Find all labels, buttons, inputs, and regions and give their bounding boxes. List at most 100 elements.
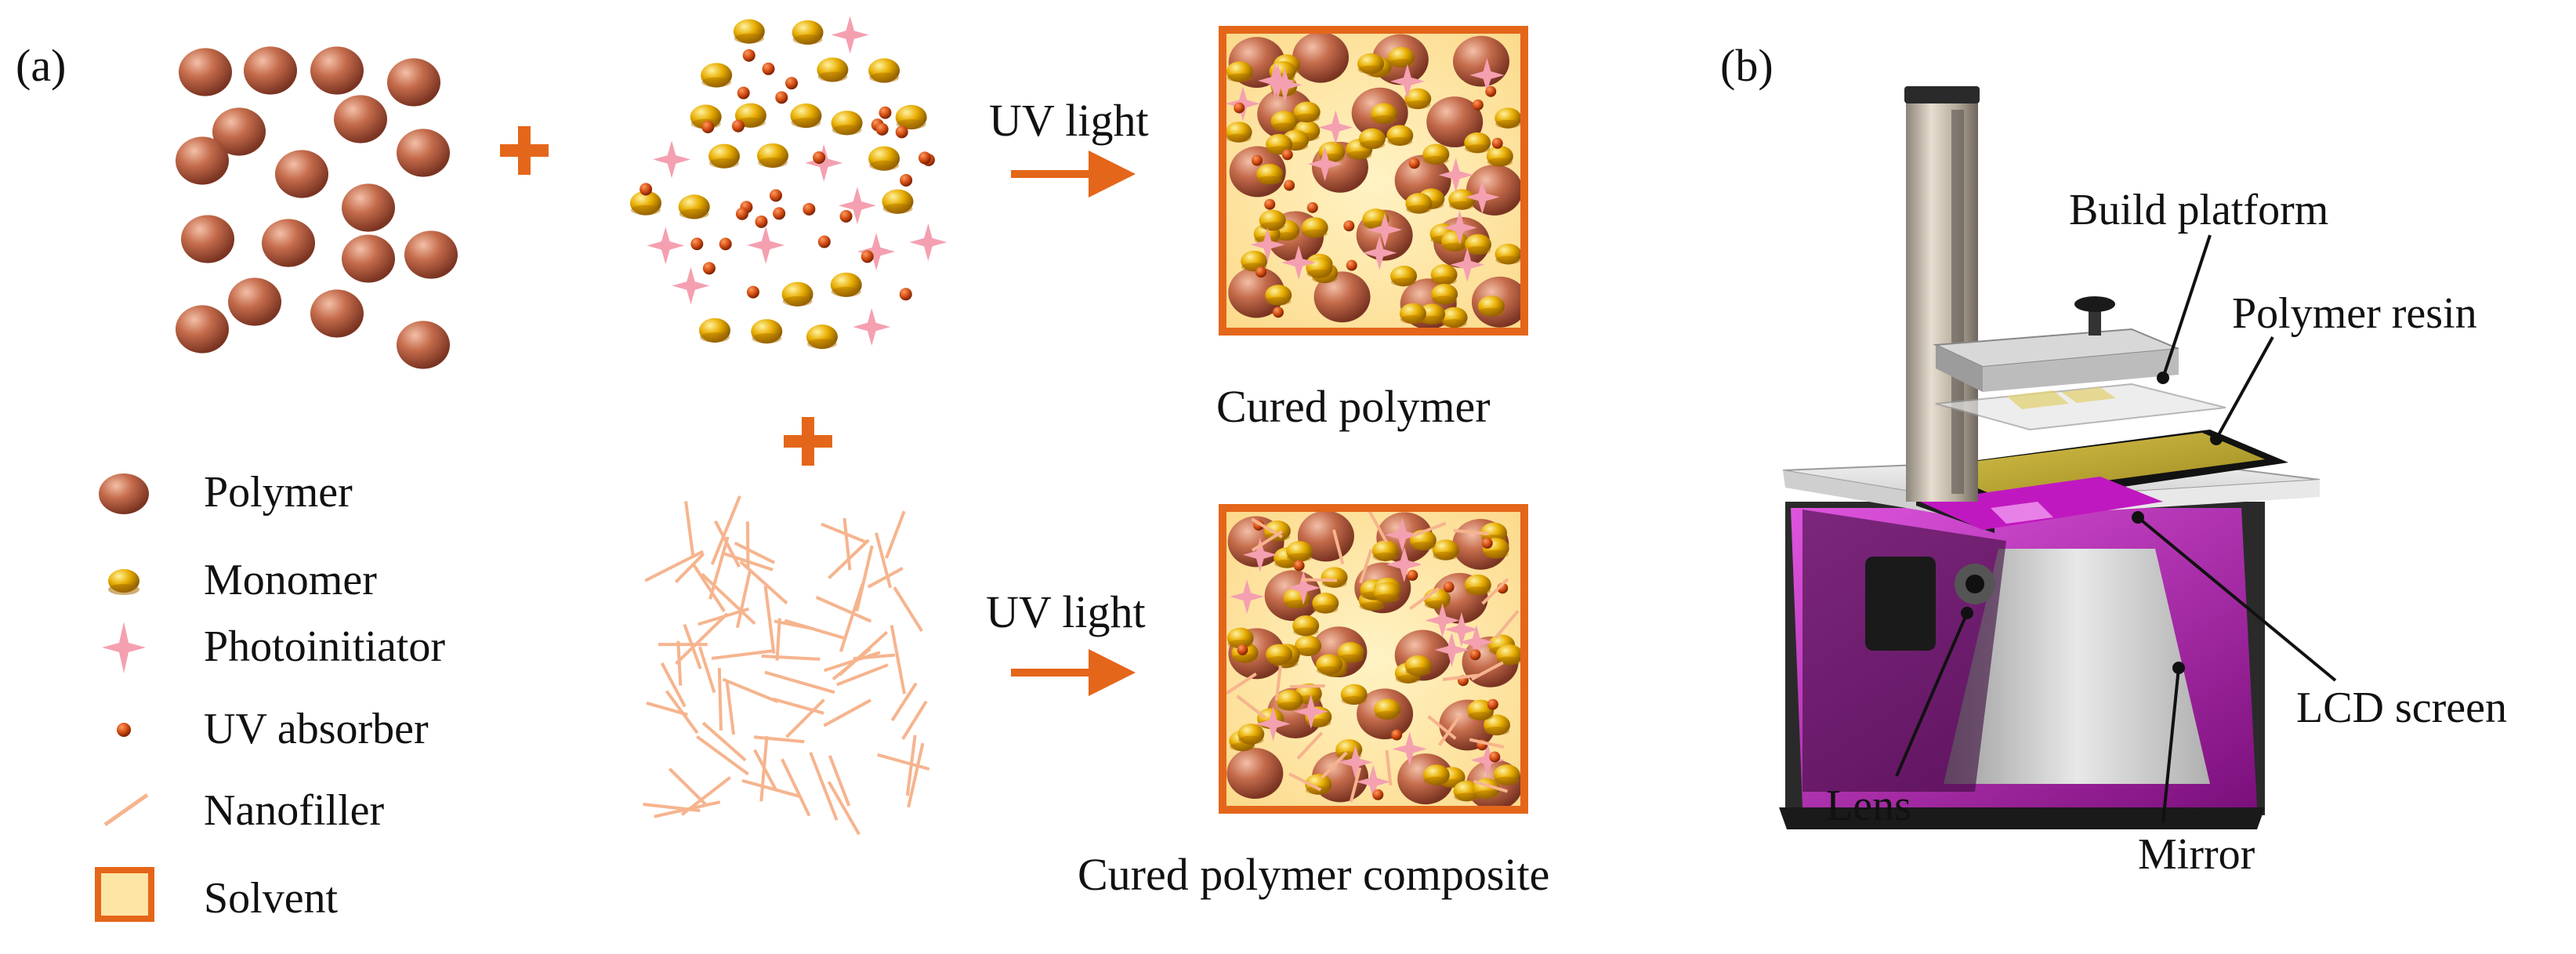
legend-monomer-label: Monomer bbox=[204, 558, 377, 602]
plus-icon bbox=[500, 126, 549, 175]
monomer-particle bbox=[1316, 654, 1342, 675]
monomer-particle bbox=[1294, 102, 1321, 123]
monomer-particle bbox=[1321, 567, 1348, 588]
uv-absorber-particle bbox=[1252, 155, 1263, 166]
uv-absorber-particle bbox=[1473, 100, 1484, 111]
legend-polymer-icon bbox=[99, 473, 149, 514]
polymer-particle bbox=[397, 321, 450, 368]
uv-absorber-particle bbox=[785, 77, 798, 89]
monomer-particle bbox=[708, 144, 740, 169]
uv-absorber-particle bbox=[703, 262, 716, 274]
mirror-label: Mirror bbox=[2138, 832, 2255, 876]
nanofiller-rod bbox=[766, 586, 774, 654]
polymer-particle bbox=[310, 289, 364, 337]
nanofiller-rod bbox=[782, 759, 810, 815]
polymer-particle bbox=[275, 150, 328, 198]
nanofiller-rod bbox=[726, 680, 734, 735]
monomer-particle bbox=[1464, 132, 1491, 154]
monomer-particle bbox=[734, 20, 765, 44]
monomer-particle bbox=[1226, 122, 1252, 143]
nanofiller-rod bbox=[824, 700, 871, 725]
monomer-particle bbox=[817, 57, 848, 82]
polymer-particle bbox=[1466, 165, 1523, 216]
monomer-particle bbox=[1495, 107, 1521, 129]
polymer-particles-group bbox=[176, 46, 458, 368]
nanofiller-rod bbox=[892, 626, 904, 694]
monomer-particle bbox=[1441, 307, 1468, 328]
photoinitiator-particle bbox=[672, 267, 709, 304]
monomer-particle bbox=[831, 111, 863, 135]
uv-absorber-particle bbox=[1444, 582, 1455, 593]
monomer-particle bbox=[1405, 655, 1432, 677]
nanofiller-rod bbox=[700, 647, 715, 692]
uv-absorber-particle bbox=[1407, 570, 1418, 581]
uv-absorber-particle bbox=[1492, 138, 1503, 149]
lens-label: Lens bbox=[1826, 784, 1911, 828]
monomer-particle bbox=[1266, 644, 1292, 666]
monomer-particle bbox=[1487, 146, 1513, 167]
monomer-particle bbox=[1312, 593, 1339, 614]
monomer-particle bbox=[1374, 698, 1400, 720]
nanofiller-rod bbox=[678, 641, 680, 686]
polymer-particle bbox=[1226, 748, 1283, 799]
uv-absorber-particle bbox=[743, 49, 755, 62]
photoinitiator-particle bbox=[653, 140, 690, 178]
plus-icon-lower bbox=[784, 417, 832, 466]
panel-b-label: (b) bbox=[1720, 43, 1773, 89]
uv-absorber-particle bbox=[1255, 267, 1266, 277]
legend-photoinitiator-icon bbox=[102, 622, 146, 673]
uv-absorber-particle bbox=[775, 91, 788, 103]
uv-absorber-particle bbox=[813, 151, 825, 164]
uv-absorber-particle bbox=[1469, 649, 1480, 660]
polymer-particle bbox=[404, 230, 458, 278]
monomer-particle bbox=[701, 63, 732, 87]
uv-absorber-particle bbox=[639, 183, 652, 195]
nanofiller-group bbox=[643, 496, 929, 835]
uv-absorber-particle bbox=[1282, 149, 1293, 160]
legend-polymer-label: Polymer bbox=[204, 470, 353, 514]
polymer-particle bbox=[228, 277, 281, 325]
nanofiller-rod bbox=[821, 524, 866, 542]
polymer-particle bbox=[262, 219, 315, 267]
uv-absorber-particle bbox=[690, 238, 703, 250]
uv-absorber-particle bbox=[900, 174, 912, 187]
polymer-particle bbox=[342, 234, 395, 282]
nanofiller-rod bbox=[723, 680, 777, 702]
uv-absorber-particle bbox=[747, 286, 759, 299]
nanofiller-rod bbox=[703, 723, 745, 760]
monomer-particle bbox=[1465, 575, 1491, 596]
nanofiller-rod bbox=[903, 702, 926, 739]
monomer-particle bbox=[1265, 285, 1292, 306]
polymer-particle bbox=[179, 48, 232, 96]
monomer-particle bbox=[1388, 47, 1415, 68]
polymer-particle bbox=[176, 136, 229, 184]
nanofiller-rod bbox=[669, 769, 706, 805]
uv-absorber-particle bbox=[1485, 86, 1496, 97]
monomer-particle bbox=[1423, 764, 1450, 785]
monomer-particle bbox=[1496, 644, 1523, 666]
monomer-particle bbox=[699, 318, 730, 343]
photoinitiator-particle bbox=[857, 233, 895, 270]
monomer-particle bbox=[1374, 582, 1400, 603]
monomer-particle bbox=[896, 105, 927, 129]
nanofiller-rod bbox=[886, 511, 904, 558]
uv-absorber-particle bbox=[900, 288, 912, 300]
uv-absorber-particle bbox=[1372, 789, 1383, 800]
uv-absorber-particle bbox=[896, 125, 908, 138]
monomer-particle bbox=[1465, 234, 1491, 256]
monomer-particle bbox=[1431, 284, 1458, 305]
monomer-particle bbox=[1292, 615, 1319, 637]
monomer-particle bbox=[751, 319, 782, 343]
legend-monomer-icon bbox=[108, 569, 139, 595]
nanofiller-rod bbox=[666, 691, 697, 733]
monomer-particle bbox=[1478, 296, 1505, 317]
monomer-particle bbox=[782, 282, 813, 307]
monomer-particle bbox=[1357, 53, 1384, 74]
uv-absorber-particle bbox=[803, 203, 815, 216]
uv-absorber-particle bbox=[1409, 158, 1420, 169]
monomer-particle bbox=[1433, 539, 1459, 560]
uv-absorber-particle bbox=[1487, 699, 1498, 710]
monomer-particle bbox=[882, 190, 913, 214]
monomer-particle bbox=[868, 147, 900, 171]
